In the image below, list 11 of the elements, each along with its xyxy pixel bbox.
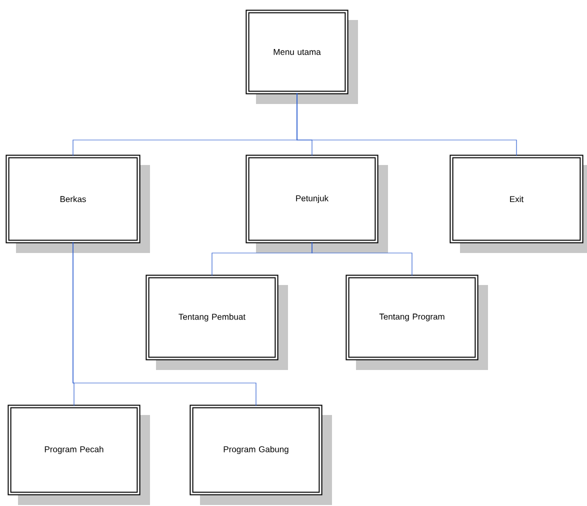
- process-box: Petunjuk: [246, 154, 388, 253]
- process-box: Program Gabung: [190, 404, 332, 505]
- process-box: Tentang Program: [346, 274, 488, 370]
- process-box: Tentang Pembuat: [146, 274, 288, 370]
- connector-line: [72, 242, 256, 406]
- connector-line: [312, 242, 412, 276]
- process-box: Berkas: [6, 154, 150, 253]
- connector-line: [296, 92, 517, 156]
- process-box: Menu utama: [246, 10, 358, 104]
- process-box: Exit: [450, 154, 587, 253]
- process-box: Program Pecah: [8, 404, 150, 505]
